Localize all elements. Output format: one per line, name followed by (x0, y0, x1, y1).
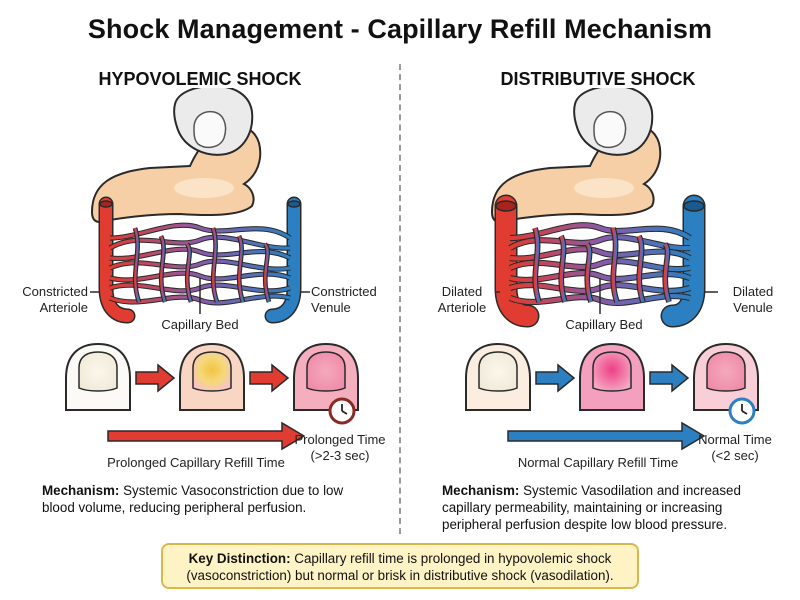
label-normal-time: Normal Time (<2 sec) (698, 432, 772, 463)
label-capillary-bed-left: Capillary Bed (161, 317, 239, 332)
mechanism-title: Mechanism: (42, 483, 120, 498)
key-distinction-box: Key Distinction: Capillary refill time i… (161, 543, 639, 589)
heading-distributive: DISTRIBUTIVE SHOCK (500, 69, 696, 89)
label-prolonged-refill: Prolonged Capillary Refill Time (107, 455, 285, 470)
distributive-illustration (465, 88, 759, 451)
page-title: Shock Management - Capillary Refill Mech… (87, 14, 713, 44)
mechanism-text: Systemic Vasodilation and increased capi… (442, 483, 741, 532)
mechanism-hypovolemic: Mechanism: Systemic Vasoconstriction due… (42, 482, 372, 516)
heading-hypovolemic: HYPOVOLEMIC SHOCK (98, 69, 302, 89)
mechanism-distributive: Mechanism: Systemic Vasodilation and inc… (442, 482, 772, 533)
panel-divider (399, 64, 401, 534)
key-text: Capillary refill time is prolonged in hy… (186, 551, 614, 583)
label-normal-refill: Normal Capillary Refill Time (517, 455, 679, 470)
label-constricted-venule: Constricted Venule (311, 284, 377, 315)
label-capillary-bed-right: Capillary Bed (565, 317, 643, 332)
label-dilated-arteriole: Dilated Arteriole (437, 284, 487, 315)
label-constricted-arteriole: Constricted Arteriole (22, 284, 88, 315)
mechanism-title: Mechanism: (442, 483, 520, 498)
label-dilated-venule: Dilated Venule (732, 284, 774, 315)
hypovolemic-illustration (65, 88, 359, 451)
label-prolonged-time: Prolonged Time (>2-3 sec) (294, 432, 386, 463)
key-title: Key Distinction: (188, 551, 291, 566)
mechanism-text: Systemic Vasoconstriction due to low blo… (42, 483, 344, 515)
